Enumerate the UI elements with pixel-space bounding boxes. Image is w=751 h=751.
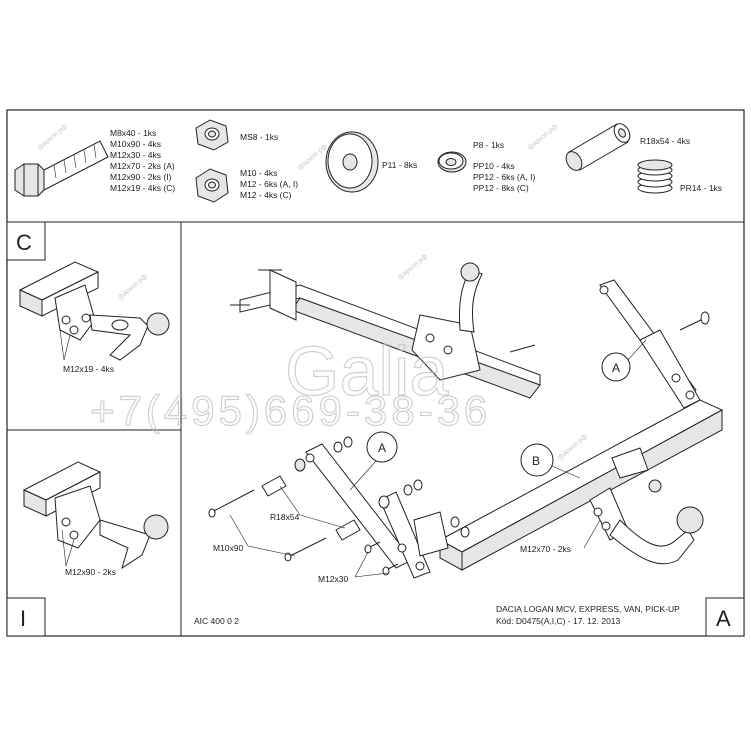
bolt-item-0: M8x40 - 1ks [110, 128, 156, 138]
right-side-bracket [599, 279, 710, 409]
variant-c-letter: C [16, 230, 32, 255]
callout-a-left: A [349, 431, 398, 491]
small-washer-item-2: PP12 - 8ks (C) [473, 183, 529, 193]
nut-item-0: M10 - 4ks [240, 168, 277, 178]
drawing-frame [6, 109, 745, 637]
svg-text:фаркоп.рф: фаркоп.рф [397, 253, 429, 282]
svg-text:фаркоп.рф: фаркоп.рф [557, 433, 589, 462]
bolt-item-3: M12x70 - 2ks (A) [110, 161, 175, 171]
svg-text:Galia: Galia [285, 332, 448, 410]
variant-c-bolt-label: M12x19 - 4ks [63, 364, 114, 374]
svg-text:фаркоп.рф: фаркоп.рф [527, 123, 559, 152]
main-crossbeam [438, 399, 724, 571]
svg-text:фаркоп.рф: фаркоп.рф [297, 143, 329, 172]
spring-washer-icon [637, 159, 673, 194]
svg-text:A: A [612, 361, 620, 375]
svg-text:+7(495)669-38-36: +7(495)669-38-36 [90, 387, 491, 434]
code-line: Kód: D0475(A,I,C) - 17. 12. 2013 [496, 616, 621, 626]
m10x90-label: M10x90 [213, 543, 244, 553]
variant-i-towbar-icon [22, 461, 169, 570]
variant-i-letter: I [20, 606, 26, 631]
variant-i-bolt-label: M12x90 - 2ks [65, 567, 116, 577]
spacer-tube-icon [565, 123, 631, 171]
spacer-tube-label: R18x54 - 4ks [640, 136, 690, 146]
small-washer-list: PP10 - 4ks PP12 - 6ks (A, I) PP12 - 8ks … [473, 161, 536, 193]
svg-text:A: A [378, 441, 386, 455]
large-washer-icon [325, 131, 379, 193]
spring-washer-label: PR14 - 1ks [680, 183, 722, 193]
lock-nut-label: MS8 - 1ks [240, 132, 278, 142]
m12x70-label: M12x70 - 2ks [520, 544, 571, 554]
variant-c-letter-box [6, 221, 46, 261]
nut-item-2: M12 - 4ks (C) [240, 190, 292, 200]
exploded-fasteners [208, 436, 470, 576]
svg-text:фаркоп.рф: фаркоп.рф [37, 123, 69, 152]
variant-a-letter-box [705, 597, 745, 637]
drawing-number: AIC 400 0 2 [194, 616, 239, 626]
spacer-label: R18x54 [270, 512, 300, 522]
left-side-bracket [305, 443, 449, 579]
small-washer-top-label: P8 - 1ks [473, 140, 504, 150]
callout-b: B [520, 443, 581, 479]
bolt-item-5: M12x19 - 4ks (C) [110, 183, 175, 193]
lock-nut-icon [195, 119, 229, 151]
watermark-logo: Galia +7(495)669-38-36 [89, 331, 491, 434]
bolt-item-2: M12x30 - 4ks [110, 150, 161, 160]
hex-bolt-icon [14, 140, 109, 197]
small-washer-item-0: PP10 - 4ks [473, 161, 515, 171]
bolt-item-1: M10x90 - 4ks [110, 139, 161, 149]
towball-neck [589, 479, 704, 565]
small-washer-item-1: PP12 - 6ks (A, I) [473, 172, 536, 182]
vehicle-model: DACIA LOGAN MCV, EXPRESS, VAN, PICK-UP [496, 604, 680, 614]
large-washer-label: P11 - 8ks [382, 160, 417, 170]
nut-item-1: M12 - 6ks (A, I) [240, 179, 298, 189]
svg-text:B: B [532, 454, 540, 468]
nut-list: M10 - 4ks M12 - 6ks (A, I) M12 - 4ks (C) [240, 168, 298, 200]
callout-a-right: A [601, 339, 647, 382]
variant-a-letter: A [716, 606, 731, 631]
small-washer-icon [437, 151, 467, 173]
hex-nut-icon [195, 168, 229, 203]
m12x30-label: M12x30 [318, 574, 349, 584]
bolt-list: M8x40 - 1ks M10x90 - 4ks M12x30 - 4ks M1… [110, 128, 175, 193]
variant-i-letter-box [6, 597, 46, 637]
svg-text:фаркоп.рф: фаркоп.рф [117, 273, 149, 302]
bolt-item-4: M12x90 - 2ks (I) [110, 172, 172, 182]
variant-c-towbar-icon [18, 261, 170, 361]
upper-crossbar-assembly [230, 262, 541, 399]
